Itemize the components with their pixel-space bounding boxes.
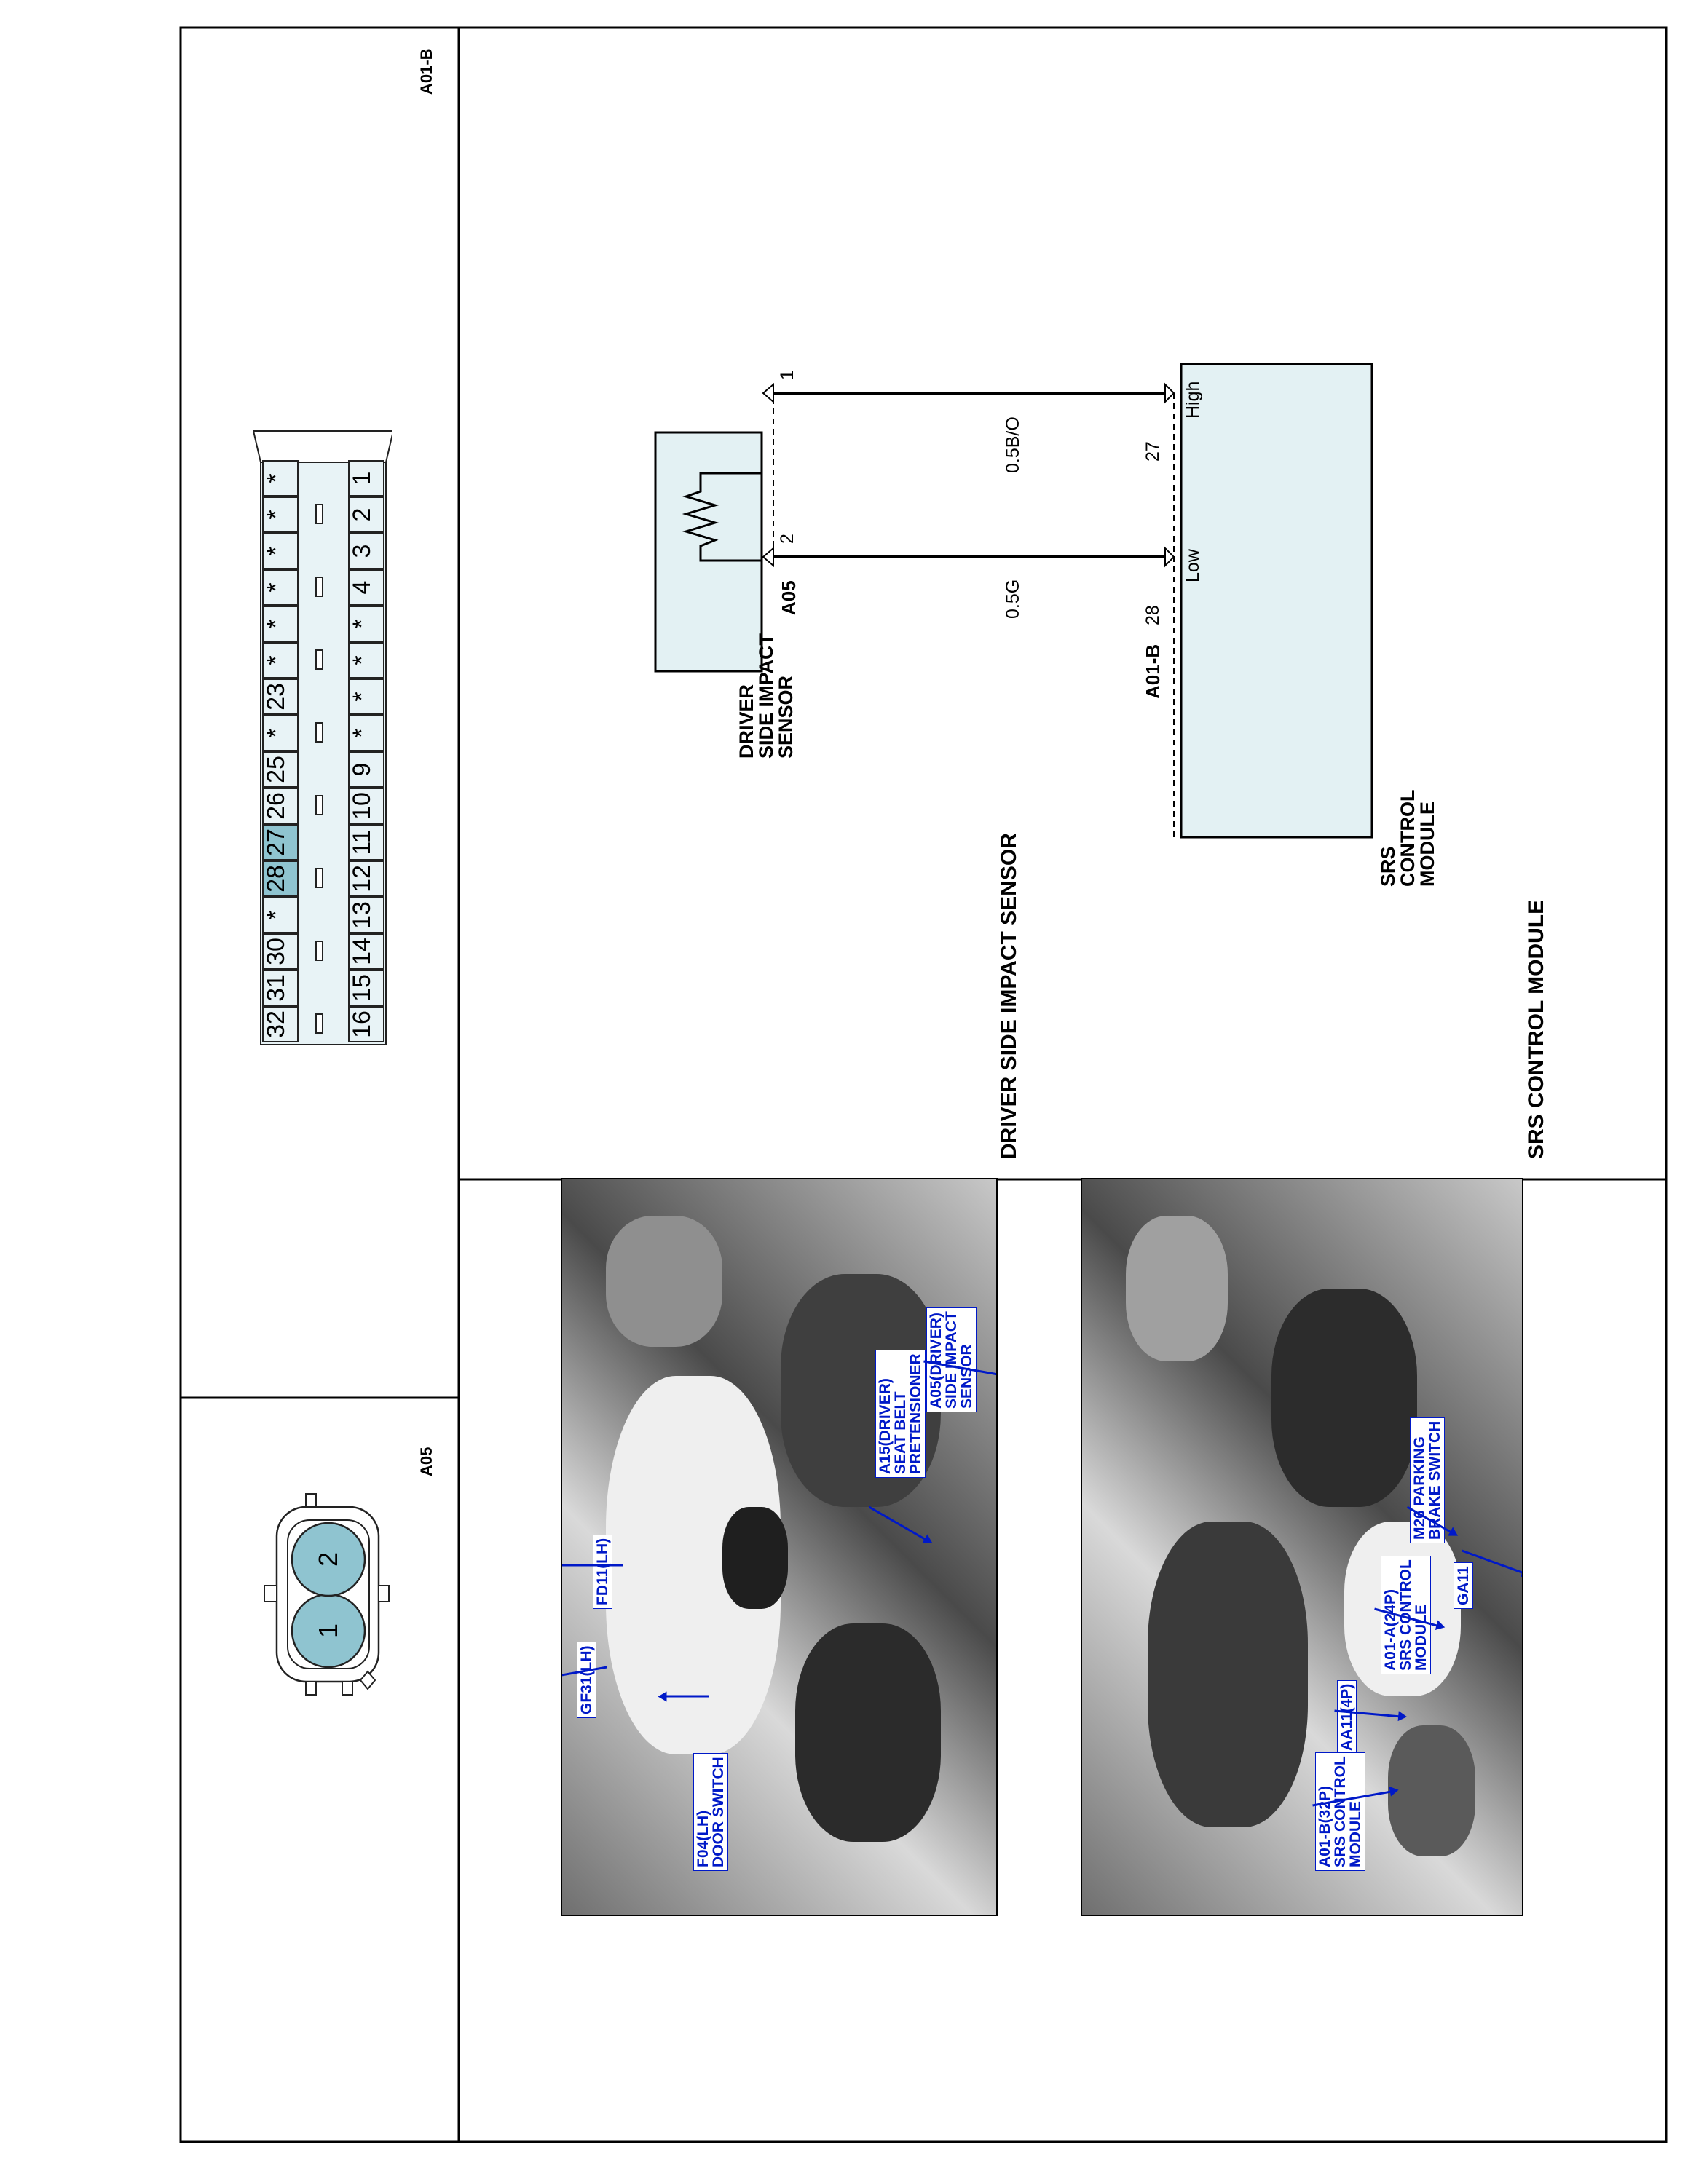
sensor-photo: A05(DRIVER) SIDE IMPACT SENSOR A15(DRIVE… <box>561 1178 998 1916</box>
srs-module-photo: GA11 M26 PARKING BRAKE SWITCH A01-A(24P)… <box>1081 1178 1523 1916</box>
callout-ga11: GA11 <box>1454 1562 1473 1609</box>
callout-a15: A15(DRIVER) SEAT BELT PRETENSIONER <box>875 1350 926 1478</box>
arrow-fd11 <box>561 1564 623 1567</box>
callout-f04: F04(LH) DOOR SWITCH <box>693 1753 728 1871</box>
sensor-name-label: DRIVER SIDE IMPACT SENSOR <box>735 633 797 759</box>
connector-a05-face: 1 2 <box>259 1485 393 1704</box>
wire-low-label: 0.5G <box>1003 579 1023 619</box>
latch-icon <box>253 430 392 463</box>
low-label: Low <box>1183 549 1203 582</box>
sensor-pin-2: 2 <box>777 534 797 544</box>
callout-a01a: A01-A(24P) SRS CONTROL MODULE <box>1381 1556 1431 1674</box>
srs-photo-title: SRS CONTROL MODULE <box>1524 899 1548 1159</box>
wire-high-label: 0.5B/O <box>1003 416 1023 473</box>
srs-module-label: SRS CONTROL MODULE <box>1377 789 1438 887</box>
sensor-pin-1: 1 <box>777 370 797 380</box>
module-connector-label: A01-B <box>1142 644 1164 699</box>
sensor-photo-title: DRIVER SIDE IMPACT SENSOR <box>997 833 1021 1159</box>
connector-a05-shell <box>264 1493 390 1696</box>
arrow-f04 <box>665 1695 709 1698</box>
callout-a01b: A01-B(32P) SRS CONTROL MODULE <box>1315 1752 1365 1871</box>
callout-gf31: GF31(LH) <box>577 1642 596 1718</box>
sensor-connector-label: A05 <box>778 580 800 615</box>
callout-a05: A05(DRIVER) SIDE IMPACT SENSOR <box>926 1307 977 1412</box>
module-pin-28: 28 <box>1143 605 1163 625</box>
sensor-box <box>654 431 763 673</box>
arrow-a15 <box>868 1506 927 1541</box>
module-pin-27: 27 <box>1143 441 1163 462</box>
callout-aa11: AA11(4P) <box>1337 1679 1357 1754</box>
high-label: High <box>1183 381 1203 419</box>
srs-module-box <box>1180 363 1373 839</box>
callout-fd11: FD11(LH) <box>593 1534 612 1609</box>
